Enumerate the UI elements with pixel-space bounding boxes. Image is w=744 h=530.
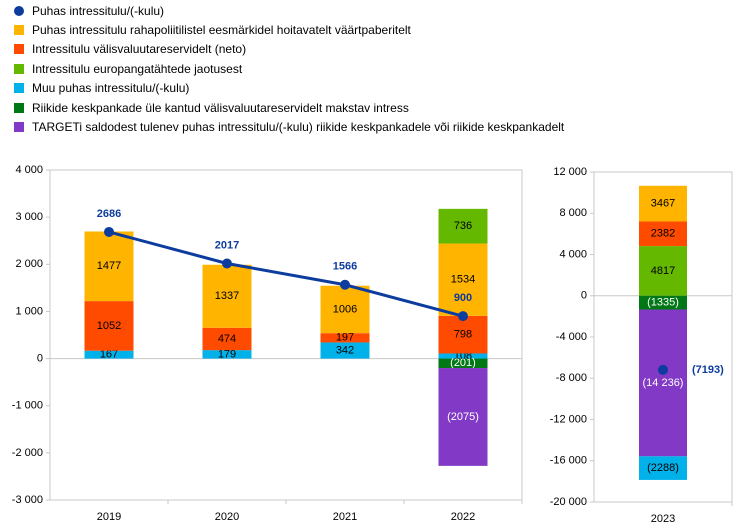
line-label: 2017 <box>215 239 239 251</box>
legend-item: Puhas intressitulu/(-kulu) <box>14 1 164 20</box>
y-tick-label: -16 000 <box>550 455 587 467</box>
bar-segment <box>438 358 488 369</box>
data-label: 3467 <box>651 198 675 210</box>
legend-label: Puhas intressitulu/(-kulu) <box>32 3 165 18</box>
y-tick-label: -20 000 <box>550 496 587 508</box>
line-label: 1566 <box>333 261 357 273</box>
bar-segment <box>202 350 252 359</box>
legend-item: Puhas intressitulu rahapoliitilistel ees… <box>14 20 411 39</box>
y-tick-label: 4 000 <box>559 248 587 260</box>
bar-segment <box>84 301 134 351</box>
legend-swatch <box>14 102 24 113</box>
y-tick-label: -4 000 <box>556 331 587 343</box>
line-label: (7193) <box>692 364 724 376</box>
line-point <box>658 364 668 375</box>
data-label: (2288) <box>647 462 679 474</box>
bar-segment <box>639 309 687 457</box>
bar-segment <box>84 231 134 302</box>
y-tick-label: 8 000 <box>559 207 587 219</box>
data-label: 1052 <box>97 320 121 332</box>
y-tick-label: -2 000 <box>12 447 43 459</box>
bar-segment <box>639 456 687 480</box>
data-label: 2382 <box>651 228 675 240</box>
data-label: 1006 <box>333 303 357 315</box>
line-point <box>104 226 114 237</box>
data-label: (14 236) <box>643 377 684 389</box>
y-tick-label: 0 <box>581 290 587 302</box>
data-label: 342 <box>336 344 354 356</box>
x-tick-label: 2023 <box>651 513 675 525</box>
legend-label: Muu puhas intressitulu/(-kulu) <box>32 81 190 96</box>
bar-segment <box>639 221 687 247</box>
bar-segment <box>202 264 252 328</box>
y-tick-label: 0 <box>37 352 43 364</box>
y-tick-label: -3 000 <box>12 494 43 506</box>
y-tick-label: 3 000 <box>15 211 43 223</box>
y-tick-label: 2 000 <box>15 258 43 270</box>
bar-segment <box>320 285 370 334</box>
legend-swatch <box>14 5 24 16</box>
legend-item: Muu puhas intressitulu/(-kulu) <box>14 79 189 98</box>
legend-item: TARGETi saldodest tulenev puhas intressi… <box>14 117 564 136</box>
bar-segment <box>438 208 488 244</box>
legend-swatch <box>14 24 24 35</box>
bar-segment <box>639 246 687 296</box>
bar-segment <box>438 353 488 359</box>
line-label: 900 <box>454 292 472 304</box>
legend-label: Intressitulu europangatähtede jaotusest <box>32 61 243 76</box>
legend-item: Riikide keskpankade üle kantud välisvalu… <box>14 98 409 117</box>
chart-panel-2023: -20 000 -16 000 -12 000 -8 000 -4 000 0 4 000 8… <box>550 166 733 525</box>
bar-segment <box>202 327 252 351</box>
y-tick-label: -8 000 <box>556 372 587 384</box>
bar-segment <box>438 315 488 354</box>
data-label: 4817 <box>651 265 675 277</box>
data-label: 798 <box>454 329 472 341</box>
legend: Puhas intressitulu/(-kulu) Puhas intressi… <box>0 0 744 145</box>
data-label: (1335) <box>647 297 679 309</box>
data-label: (201) <box>450 357 476 369</box>
data-label: 167 <box>100 349 118 361</box>
data-label: 474 <box>218 333 236 345</box>
x-tick-label: 2019 <box>97 511 121 523</box>
line-series <box>108 230 464 318</box>
legend-label: Intressitulu välisvaluutareservidelt (ne… <box>32 42 247 57</box>
data-label: 1477 <box>97 260 121 272</box>
line-point <box>222 258 232 269</box>
x-tick-label: 2021 <box>333 511 357 523</box>
bar-segment <box>438 368 488 466</box>
line-point <box>340 279 350 290</box>
data-label: 179 <box>218 348 236 360</box>
x-tick-label: 2022 <box>451 511 475 523</box>
y-tick-label: -12 000 <box>550 413 587 425</box>
data-label: 1337 <box>215 290 239 302</box>
line-label: 2686 <box>97 208 121 220</box>
data-label: 197 <box>336 332 354 344</box>
legend-label: TARGETi saldodest tulenev puhas intressi… <box>32 119 565 134</box>
data-label: 736 <box>454 220 472 232</box>
legend-swatch <box>14 83 24 94</box>
bar-segment <box>639 295 687 310</box>
y-tick-label: 4 000 <box>15 164 43 176</box>
data-label: (2075) <box>447 411 479 423</box>
x-tick-label: 2020 <box>215 511 239 523</box>
legend-swatch <box>14 121 24 132</box>
bar-segment <box>84 350 134 359</box>
legend-swatch <box>14 63 24 74</box>
legend-item: Intressitulu europangatähtede jaotusest <box>14 59 242 78</box>
data-label: 1534 <box>451 274 475 286</box>
bar-segment <box>639 185 687 222</box>
bar-segment <box>320 342 370 359</box>
y-tick-label: 12 000 <box>553 166 587 178</box>
legend-swatch <box>14 44 24 55</box>
legend-label: Riikide keskpankade üle kantud välisvalu… <box>32 100 409 115</box>
legend-label: Puhas intressitulu rahapoliitilistel ees… <box>32 22 411 37</box>
y-tick-label: 1 000 <box>15 305 43 317</box>
y-tick-label: -1 000 <box>12 400 43 412</box>
legend-item: Intressitulu välisvaluutareservidelt (ne… <box>14 40 246 59</box>
bar-segment <box>320 333 370 343</box>
chart-panel-2019-2022: -3 000 -2 000 -1 000 0 1 000 2 000 3 000 4 000 2… <box>12 164 523 523</box>
bar-segment <box>438 243 488 316</box>
line-point <box>458 311 468 322</box>
